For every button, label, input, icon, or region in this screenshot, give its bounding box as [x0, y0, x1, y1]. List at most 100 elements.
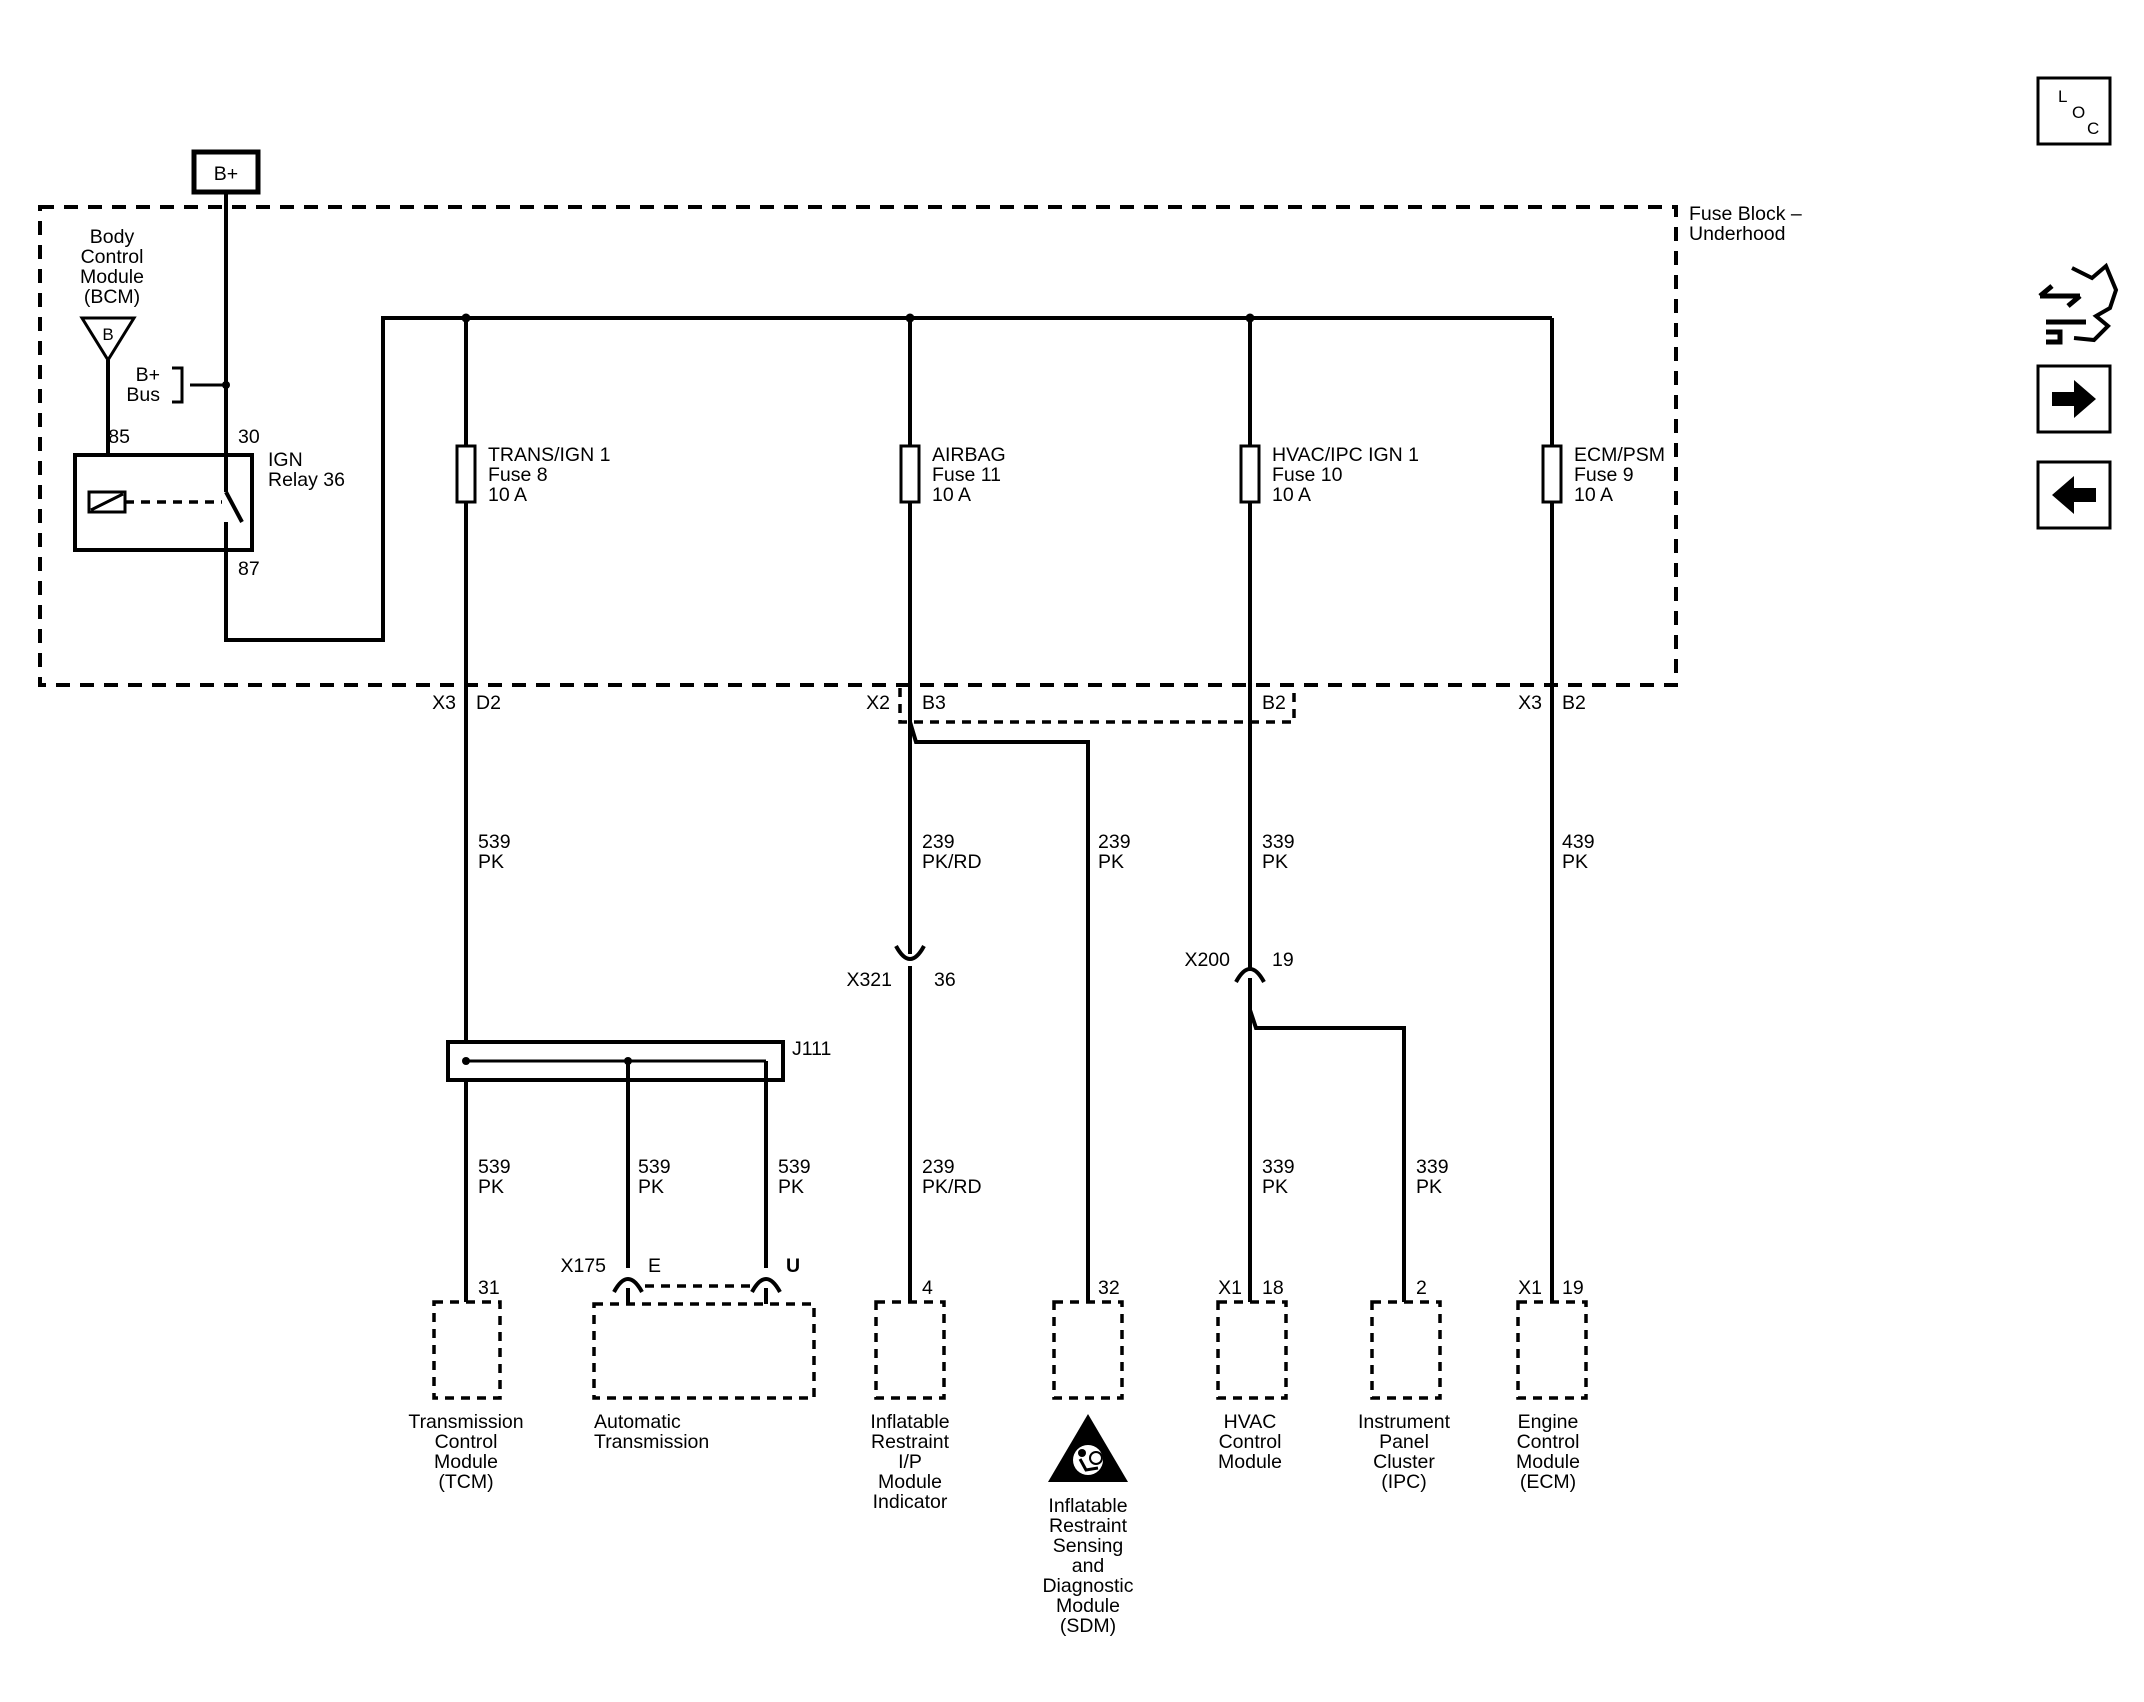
fuse-ecm-psm: ECM/PSM Fuse 9 10 A — [1541, 444, 1665, 506]
module-box — [592, 1302, 816, 1400]
module-name-line: Module — [1056, 1595, 1120, 1617]
module-name-line: Automatic — [594, 1411, 681, 1433]
module-box — [1370, 1300, 1442, 1400]
fuse-rating: 10 A — [932, 484, 971, 506]
module-name-line: Restraint — [1049, 1515, 1128, 1537]
fuse-hvac-ipc-ign1: HVAC/IPC IGN 1 Fuse 10 10 A — [1239, 444, 1419, 506]
module-name-line: Indicator — [873, 1491, 948, 1513]
x2-connector-outline — [898, 688, 1296, 724]
x321-label: X321 — [846, 969, 892, 991]
fuse-icon — [1541, 444, 1563, 504]
bcm-triangle-icon — [79, 316, 137, 363]
x200-connector: X200 19 — [1184, 949, 1294, 996]
battery-supply: B+ — [191, 149, 261, 195]
previous-arrow-icon[interactable] — [2036, 460, 2112, 530]
module-name-line: Inflatable — [870, 1411, 949, 1433]
bcm-name-line: (BCM) — [84, 286, 140, 308]
module-name-line: Cluster — [1373, 1451, 1435, 1473]
relay-name-line1: IGN — [268, 449, 303, 471]
fuse-name: ECM/PSM — [1574, 444, 1665, 466]
module-name-line: HVAC — [1224, 1411, 1277, 1433]
wire-color: PK — [1416, 1176, 1442, 1198]
fuse-block-label-line2: Underhood — [1689, 223, 1786, 245]
wire-color: PK/RD — [922, 851, 982, 873]
x175-pin-e-icon — [612, 1277, 644, 1293]
module-pin: 32 — [1098, 1277, 1120, 1299]
module-name-line: Module — [878, 1471, 942, 1493]
module-box — [432, 1300, 502, 1400]
module-name-line: Transmission — [408, 1411, 523, 1433]
module-name-line: (SDM) — [1060, 1615, 1116, 1637]
wire-circuit: 539 — [478, 1156, 511, 1178]
location-icon[interactable]: L O C — [2036, 76, 2112, 146]
module-name-line: Diagnostic — [1042, 1575, 1133, 1597]
fb-pin: B3 — [922, 692, 946, 714]
fuse-name: AIRBAG — [932, 444, 1006, 466]
fuse-number: Fuse 8 — [488, 464, 548, 486]
loc-letter: O — [2072, 103, 2085, 122]
wire-color: PK — [778, 1176, 804, 1198]
loc-letter: L — [2058, 87, 2067, 106]
fb-pin: D2 — [476, 692, 501, 714]
fuse-number: Fuse 11 — [932, 464, 1001, 486]
fuse-block-label-line1: Fuse Block – — [1689, 203, 1802, 225]
bcm-triangle-label: B — [102, 325, 113, 344]
fuse-trans-ign1: TRANS/IGN 1 Fuse 8 10 A — [455, 444, 610, 506]
fuse-rating: 10 A — [488, 484, 527, 506]
battery-supply-label: B+ — [214, 163, 238, 185]
x321-pin: 36 — [934, 969, 956, 991]
fuse-rating: 10 A — [1272, 484, 1311, 506]
wire-circuit: 239 — [922, 1156, 955, 1178]
bcm: Body Control Module (BCM) B — [79, 226, 144, 363]
ign-relay: 85 30 IGN Relay 36 87 — [73, 426, 345, 580]
module-name-line: Instrument — [1358, 1411, 1451, 1433]
module-box — [874, 1300, 946, 1400]
bcm-name-line: Control — [81, 246, 144, 268]
fb-pin: B2 — [1562, 692, 1586, 714]
wire-circuit: 339 — [1262, 831, 1295, 853]
module-name-line: Module — [1218, 1451, 1282, 1473]
j111-splice: J111 — [446, 1038, 831, 1082]
j111-splice-point — [462, 1057, 470, 1065]
next-arrow-icon[interactable] — [2036, 364, 2112, 434]
fb-connector: X3 — [432, 692, 456, 714]
module-name-line: Engine — [1518, 1411, 1579, 1433]
module-box — [1516, 1300, 1588, 1400]
wire-color: PK — [1562, 851, 1588, 873]
module-pin: 2 — [1416, 1277, 1427, 1299]
relay-pin-85: 85 — [108, 426, 130, 448]
fuse-rating: 10 A — [1574, 484, 1613, 506]
x200-pin: 19 — [1272, 949, 1294, 971]
x175-connector: X175 E U — [560, 1255, 800, 1304]
module-name-line: Inflatable — [1048, 1495, 1127, 1517]
relay-pin-30: 30 — [238, 426, 260, 448]
x175-pin-u-icon — [750, 1277, 782, 1293]
module-box — [1052, 1300, 1124, 1400]
module-name-line: Control — [435, 1431, 498, 1453]
fuse-icon — [899, 444, 921, 504]
module-name-line: Control — [1517, 1431, 1580, 1453]
bcm-name-line: Body — [90, 226, 135, 248]
connector-view-icon[interactable] — [2038, 262, 2119, 345]
wire-color: PK — [1262, 851, 1288, 873]
fuse-icon — [1239, 444, 1261, 504]
module-sdm: 32 Inflatable Restraint Sensing and Diag… — [1042, 1277, 1133, 1637]
ign-bus-wire — [224, 316, 1552, 642]
wire-circuit: 539 — [638, 1156, 671, 1178]
wire-circuit: 239 — [922, 831, 955, 853]
fuse-number: Fuse 9 — [1574, 464, 1634, 486]
x175-pin-u: U — [786, 1255, 800, 1277]
module-connector: X1 — [1518, 1277, 1542, 1299]
fuse-icon — [455, 444, 477, 504]
fb-connector: X2 — [866, 692, 890, 714]
fuse-block-outline — [38, 205, 1678, 687]
wire-circuit: 339 — [1262, 1156, 1295, 1178]
wire-color: PK/RD — [922, 1176, 982, 1198]
x200-pin-icon — [1234, 967, 1266, 983]
fuse-airbag: AIRBAG Fuse 11 10 A — [899, 444, 1006, 506]
wire-color: PK — [1262, 1176, 1288, 1198]
module-pin: 31 — [478, 1277, 500, 1299]
bcm-name-line: Module — [80, 266, 144, 288]
module-name-line: and — [1072, 1555, 1105, 1577]
